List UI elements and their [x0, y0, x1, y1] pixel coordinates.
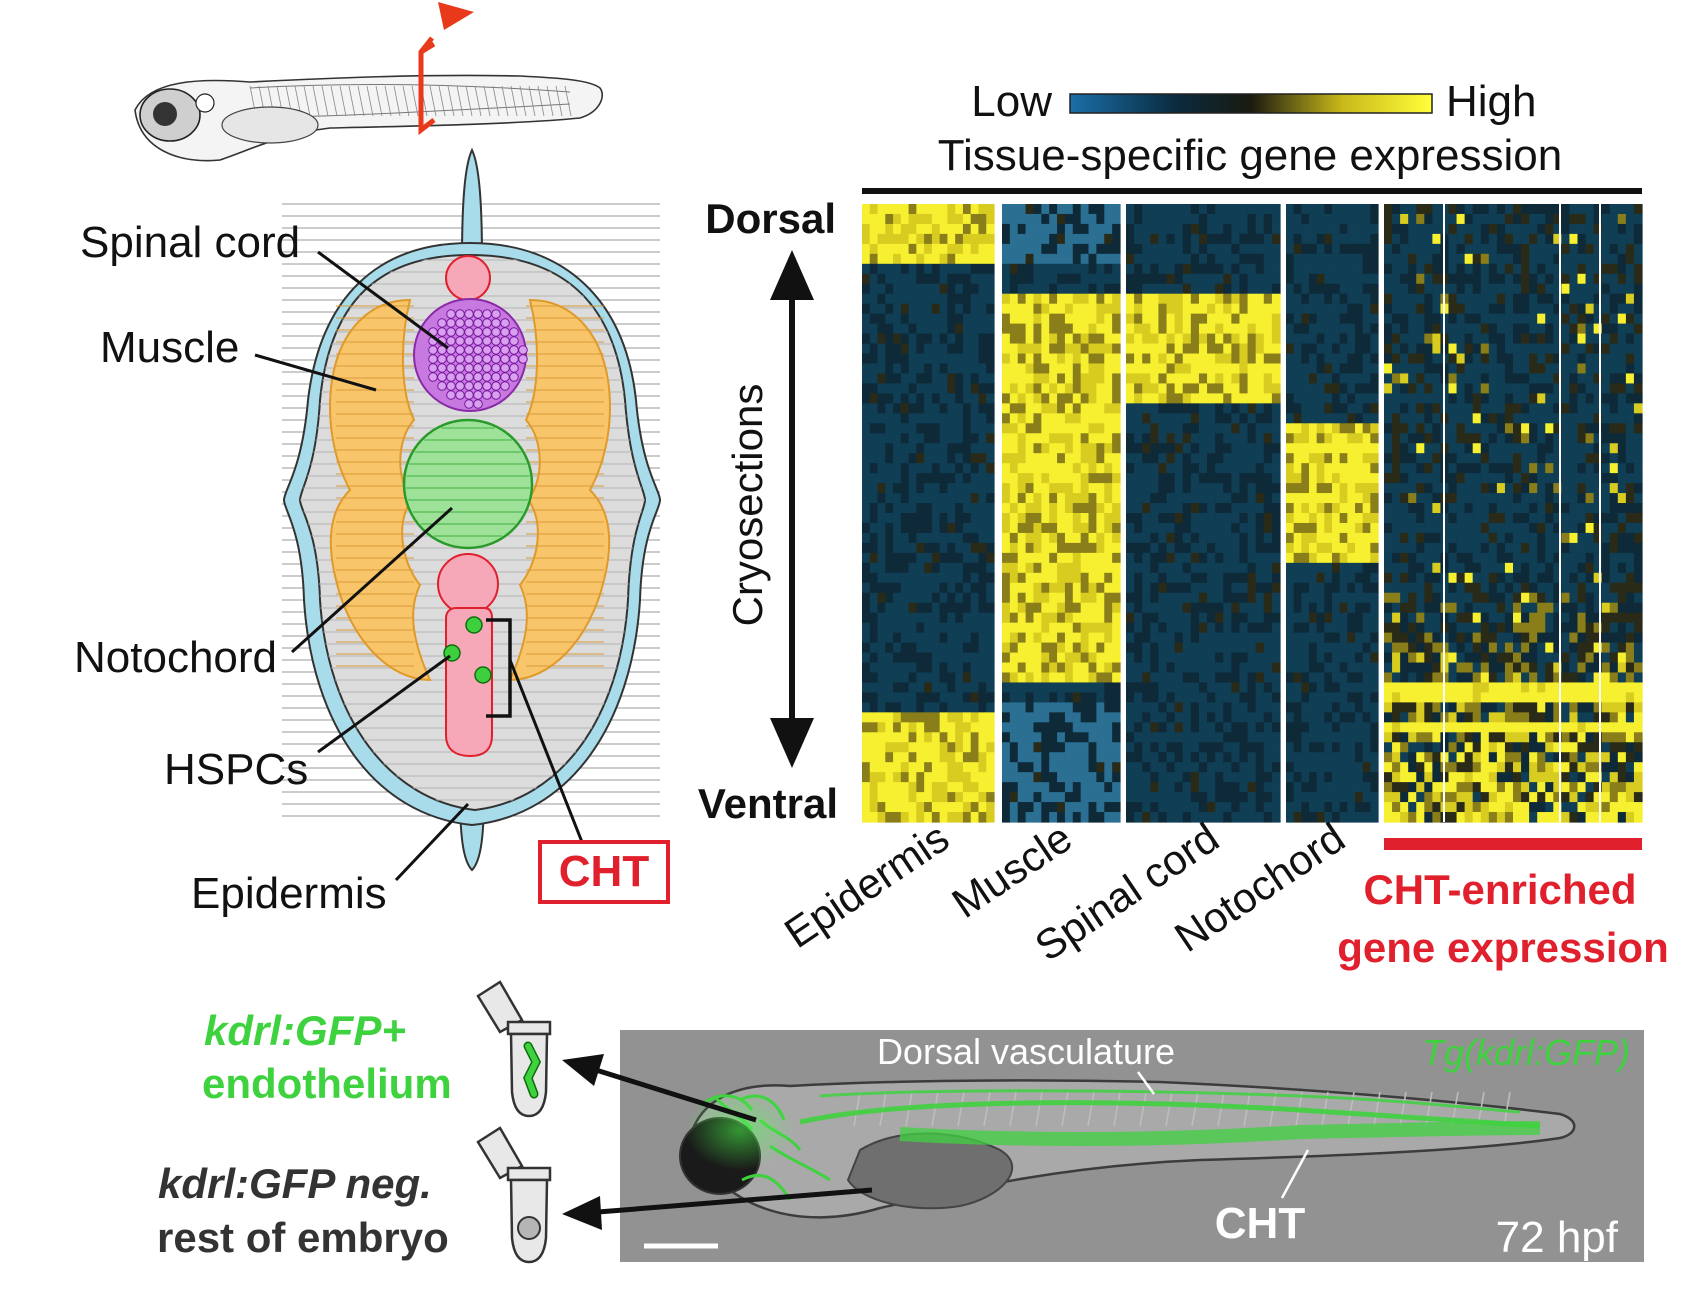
leader-spinal-cord [317, 250, 449, 350]
cross-section-diagram: Spinal cord Muscle Notochord HSPCs Epide… [74, 147, 670, 918]
label-notochord: Notochord [74, 633, 277, 682]
axis-ventral-label: Ventral [698, 780, 838, 827]
tissue-label: Epidermis [776, 813, 957, 956]
heatmap-cells [862, 204, 1643, 823]
time-label: 72 hpf [1496, 1213, 1619, 1262]
tg-label: Tg(kdrl:GFP) [1422, 1032, 1630, 1073]
heatmap-panel: Low High Tissue-specific gene expression… [698, 77, 1669, 971]
microscopy-image: Dorsal vasculature Tg(kdrl:GFP) CHT 72 h… [620, 1030, 1644, 1262]
larva-body [134, 74, 604, 162]
label-spinal-cord: Spinal cord [80, 218, 300, 267]
leader-hspcs [317, 654, 451, 754]
larva-sketch [134, 2, 604, 162]
label-epidermis: Epidermis [191, 869, 387, 918]
dorsal-fin [460, 147, 484, 261]
axis-dorsal-label: Dorsal [705, 195, 836, 242]
tissue-labels: Epidermis Muscle Spinal cord Notochord [776, 813, 1353, 969]
leader-epidermis [394, 802, 470, 882]
dorsal-vessel [445, 255, 491, 301]
hspc-cell [465, 616, 483, 634]
section-cut-marker [418, 36, 436, 136]
sort-arrows [562, 1054, 873, 1230]
tube-gfp-positive [476, 980, 552, 1118]
sorting-panel: kdrl:GFP+ endothelium kdrl:GFP neg. rest… [157, 980, 1644, 1264]
label-muscle: Muscle [100, 323, 239, 372]
hspc-cell [474, 666, 492, 684]
cht-bracket [486, 618, 512, 718]
colorbar-low-label: Low [971, 77, 1052, 126]
arrow-down-icon [770, 718, 814, 768]
colorbar [1069, 93, 1433, 114]
cht-gfp [899, 1121, 1541, 1146]
label-cht: CHT [559, 847, 650, 896]
cht-group-label-line1: CHT-enriched [1363, 866, 1636, 913]
leader-notochord [290, 506, 454, 654]
notochord-shape [402, 418, 534, 550]
arrow-left-icon [562, 1196, 602, 1230]
dorsal-vasculature-gfp [819, 1089, 1521, 1114]
colorbar-title: Tissue-specific gene expression [938, 131, 1562, 180]
arrow-left-icon [562, 1054, 604, 1086]
rest-of-embryo-label: rest of embryo [157, 1214, 449, 1261]
tube-gfp-negative [476, 1126, 552, 1264]
label-hspcs: HSPCs [164, 745, 308, 794]
axis-cryosections-label: Cryosections [724, 384, 771, 627]
cht-vessel [445, 607, 493, 758]
cut-arrow-icon [438, 2, 474, 30]
leader-cht [508, 659, 584, 843]
dorsal-aorta [437, 553, 499, 615]
gfp-positive-label: kdrl:GFP+ [204, 1007, 406, 1054]
leader-muscle [254, 353, 377, 392]
gfp-negative-label: kdrl:GFP neg. [158, 1160, 432, 1207]
arrow-up-icon [770, 250, 814, 300]
cht-box [538, 840, 670, 904]
dorsal-vasculature-label: Dorsal vasculature [877, 1031, 1175, 1072]
cht-image-label: CHT [1215, 1199, 1306, 1248]
colorbar-high-label: High [1446, 77, 1537, 126]
dorsal-aorta-gfp [799, 1100, 1541, 1129]
endothelium-label: endothelium [202, 1060, 452, 1107]
cht-group-label-line2: gene expression [1337, 924, 1668, 971]
